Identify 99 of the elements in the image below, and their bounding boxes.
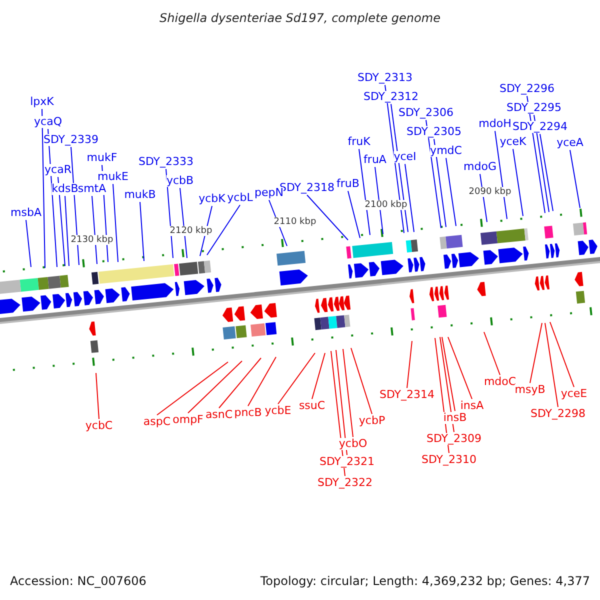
gene-label: mdoH — [478, 118, 512, 130]
leader-line — [540, 134, 554, 212]
gene-label: SDY_2309 — [426, 433, 482, 445]
gene-label: SDY_2305 — [406, 126, 462, 138]
leader-line — [218, 358, 262, 408]
gene-label: aspC — [143, 416, 171, 428]
gene-label: SDY_2318 — [279, 182, 335, 194]
leader-line — [374, 166, 384, 234]
gene-label: ycbK — [198, 193, 226, 205]
leader-line — [440, 336, 454, 432]
scale-label: 2110 kbp — [274, 217, 316, 227]
leader-line — [206, 204, 240, 256]
leader-line — [404, 164, 414, 232]
gene-label: insA — [460, 400, 484, 412]
gene-label: fruA — [364, 154, 386, 166]
leader-line — [348, 190, 360, 238]
scale-label: 2100 kbp — [364, 200, 408, 210]
leader-line — [442, 336, 456, 412]
gene-label: ycbL — [227, 192, 253, 204]
leader-line — [350, 348, 372, 414]
leader-line — [112, 184, 118, 262]
gene-label: SDY_2313 — [357, 72, 413, 84]
gene-label: mukF — [86, 152, 118, 164]
footer-text: Accession: NC_007606 — [10, 574, 146, 588]
leader-line — [64, 196, 70, 266]
gene-label: SDY_2310 — [421, 454, 477, 466]
leader-line — [448, 336, 472, 400]
leader-line — [484, 332, 500, 376]
gene-label: ymdC — [430, 145, 462, 157]
scale-label: 2090 kbp — [468, 187, 512, 197]
leader-line — [534, 114, 550, 212]
gene-label: ycbC — [85, 420, 113, 432]
gene-label: yceA — [556, 137, 584, 149]
gene-label: kdsB — [52, 183, 78, 195]
gene-label: SDY_2314 — [379, 389, 435, 401]
leader-line — [530, 322, 542, 384]
leader-line — [512, 148, 524, 216]
leader-line — [406, 340, 412, 388]
gene-label: pepN — [254, 187, 284, 199]
gene-label: SDY_2298 — [530, 408, 586, 420]
gene-label: fruB — [336, 178, 360, 190]
gene-label: mukB — [124, 189, 156, 201]
leader-line — [96, 372, 100, 420]
leader-line — [544, 322, 558, 408]
leader-line — [494, 130, 508, 220]
leader-line — [434, 138, 446, 228]
leader-line — [570, 150, 580, 208]
gene-label: SDY_2321 — [319, 456, 375, 468]
gene-label: ycbP — [358, 415, 386, 427]
leader-line — [188, 360, 242, 414]
leader-line — [156, 362, 228, 416]
gene-label: insB — [443, 412, 467, 424]
leader-line — [336, 350, 348, 456]
leader-line — [140, 202, 144, 262]
gene-label: mdoC — [484, 376, 516, 388]
scale-label: 2130 kbp — [70, 235, 114, 245]
gene-label: msbA — [10, 207, 42, 219]
gene-label: fruK — [348, 136, 370, 148]
gene-label: mukE — [98, 171, 128, 183]
gene-label: yceK — [500, 136, 526, 148]
title: Shigella dysenteriae Sd197, complete genome — [160, 12, 440, 24]
gene-label: SDY_2306 — [398, 107, 454, 119]
leader-line — [550, 322, 574, 388]
leader-line — [180, 188, 188, 258]
footer-text: Topology: circular; Length: 4,369,232 bp; Genes: 4,377 — [260, 574, 590, 588]
gene-label: ycbB — [166, 175, 194, 187]
gene-label: ycbE — [264, 405, 292, 417]
gene-label: SDY_2333 — [138, 156, 194, 168]
scale-label: 2120 kbp — [170, 226, 212, 236]
leader-line — [446, 158, 456, 226]
leader-line — [26, 220, 32, 268]
gene-label: SDY_2295 — [506, 102, 562, 114]
leader-line — [306, 194, 348, 240]
leader-line — [42, 108, 46, 268]
leader-line — [58, 176, 66, 266]
gene-label: yceI — [394, 151, 416, 163]
gene-label: SDY_2339 — [43, 134, 99, 146]
gene-label: ompF — [172, 414, 204, 426]
leader-line — [312, 352, 326, 400]
gene-label: smtA — [78, 183, 106, 195]
gene-label: pncB — [234, 407, 262, 419]
leader-line — [358, 148, 370, 236]
gene-label: ycaR — [44, 164, 72, 176]
gene-label: SDY_2312 — [363, 91, 419, 103]
gene-label: ycbO — [338, 438, 368, 450]
leader-line — [248, 356, 276, 406]
gene-label: ycaQ — [34, 116, 62, 128]
gene-label: mdoG — [464, 161, 496, 173]
leader-line — [278, 352, 316, 404]
gene-label: ssuC — [298, 400, 326, 412]
gene-label: yceE — [560, 388, 588, 400]
gene-label: SDY_2296 — [499, 83, 555, 95]
leader-line — [390, 104, 408, 232]
gene-label: lpxK — [30, 96, 54, 108]
gene-label: asnC — [205, 409, 233, 421]
gene-label: msyB — [514, 384, 546, 396]
gene-label: SDY_2294 — [512, 121, 568, 133]
gene-label: SDY_2322 — [317, 477, 373, 489]
leader-line — [342, 348, 354, 438]
